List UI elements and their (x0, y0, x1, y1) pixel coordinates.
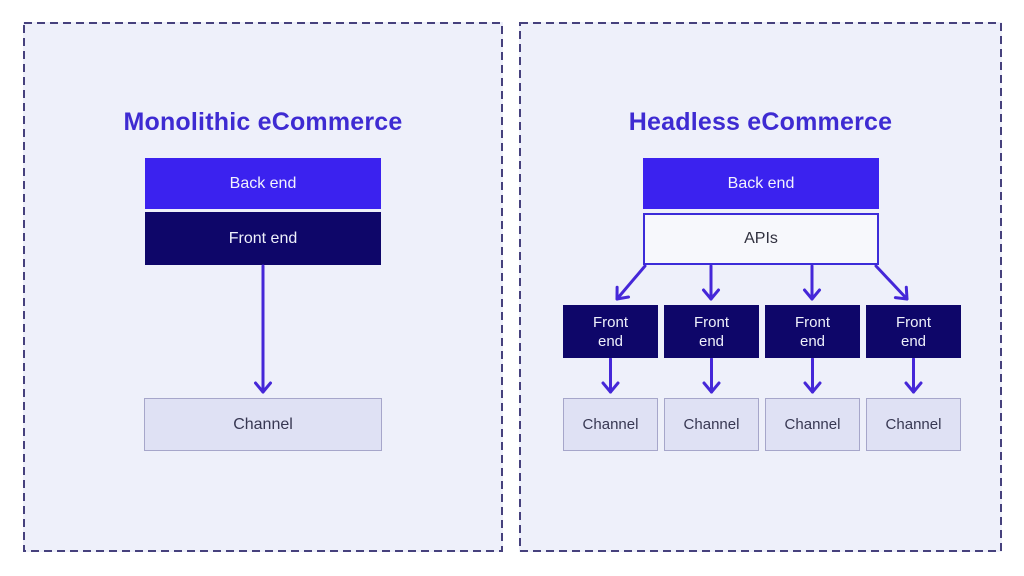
monolithic-panel: Monolithic eCommerce Back end Front end … (23, 22, 503, 552)
frontend-label: Front end (794, 313, 830, 350)
headless-frontend-node: Front end (664, 305, 759, 358)
monolithic-backend-node: Back end (145, 158, 381, 209)
connector-arrows (254, 264, 272, 394)
monolithic-channel-node: Channel (144, 398, 382, 451)
headless-backend-node: Back end (643, 158, 879, 209)
frontend-label: Front end (228, 229, 298, 247)
monolithic-frontend-node: Front end (145, 212, 381, 265)
frontend-label: Front end (693, 313, 729, 350)
frontend-label: Front end (895, 313, 931, 350)
headless-panel: Headless eCommerce Back end APIs (519, 22, 1002, 552)
dashed-border (23, 22, 503, 552)
channel-label: Channel (582, 416, 639, 433)
headless-channel-node: Channel (866, 398, 961, 451)
frontend-label: Front end (592, 313, 628, 350)
headless-frontend-node: Front end (563, 305, 658, 358)
connector-arrows (601, 264, 923, 394)
headless-channel-node: Channel (664, 398, 759, 451)
headless-channel-node: Channel (563, 398, 658, 451)
backend-label: Back end (229, 174, 297, 192)
backend-label: Back end (727, 174, 795, 192)
channel-label: Channel (683, 416, 740, 433)
dashed-border (519, 22, 1002, 552)
monolithic-title: Monolithic eCommerce (123, 108, 403, 136)
branch-arrow-icon (615, 264, 647, 301)
apis-label: APIs (744, 230, 778, 247)
branch-arrow-icon (874, 264, 909, 301)
headless-title: Headless eCommerce (628, 108, 893, 136)
headless-channel-node: Channel (765, 398, 860, 451)
headless-apis-node: APIs (643, 213, 879, 265)
headless-frontend-node: Front end (866, 305, 961, 358)
headless-frontend-node: Front end (765, 305, 860, 358)
channel-label: Channel (784, 416, 841, 433)
channel-label: Channel (233, 415, 293, 433)
channel-label: Channel (885, 416, 942, 433)
